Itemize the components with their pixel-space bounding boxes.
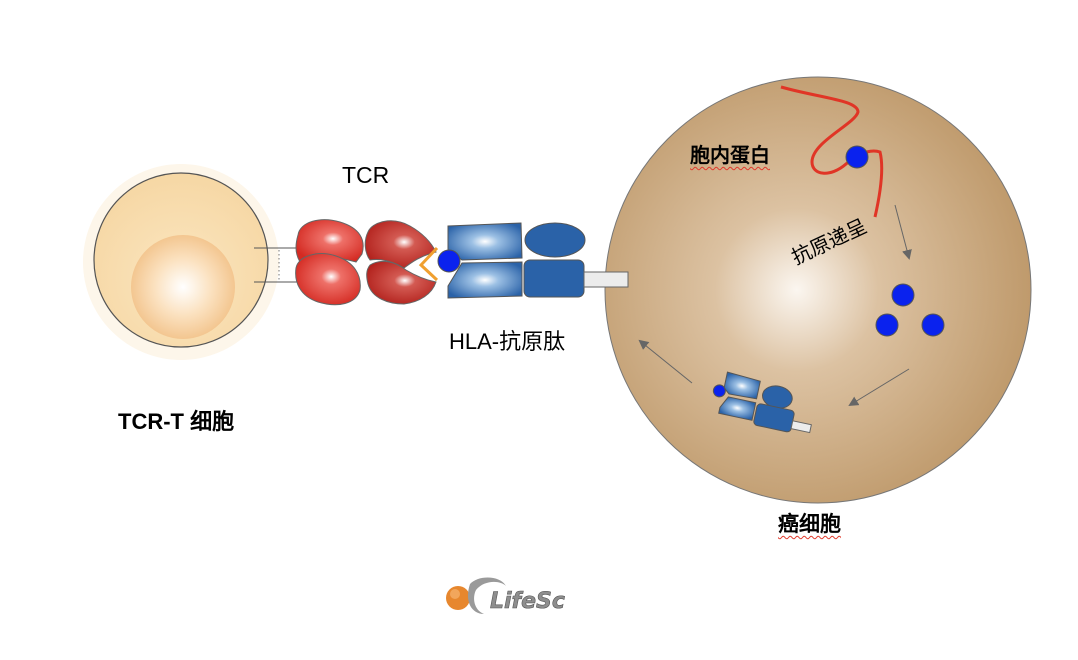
tcr-transmembrane bbox=[254, 247, 300, 283]
protein-antigen-icon bbox=[845, 145, 869, 169]
hla-anchor bbox=[583, 271, 629, 288]
binding-interface bbox=[418, 246, 439, 282]
tcr-t-cell bbox=[93, 172, 269, 348]
arrow-to-peptides bbox=[894, 204, 912, 260]
intracellular-protein-label: 胞内蛋白 bbox=[690, 143, 770, 167]
tcr-molecule bbox=[295, 219, 437, 306]
internal-hla-complex bbox=[712, 371, 812, 434]
hla-peptide-label: HLA-抗原肽 bbox=[449, 324, 565, 356]
logo-text: LifeSc bbox=[490, 589, 565, 614]
arrow-to-hla-loading bbox=[848, 368, 910, 407]
intracellular-protein-chain bbox=[780, 85, 884, 218]
arrow-to-surface bbox=[638, 339, 693, 384]
cancer-cell-label: 癌细胞 bbox=[778, 512, 841, 536]
peptide-fragments bbox=[875, 283, 945, 337]
hla-molecule bbox=[447, 222, 629, 299]
cancer-cell bbox=[604, 76, 1032, 504]
tcr-t-cell-label: TCR-T 细胞 bbox=[118, 409, 235, 434]
antigen-peptide-icon bbox=[437, 249, 461, 273]
tcr-label: TCR bbox=[342, 162, 390, 188]
lifesc-logo: LifeSc bbox=[446, 577, 565, 614]
hla-peptide-text: HLA-抗原肽 bbox=[449, 329, 566, 354]
tcell-nucleus bbox=[131, 235, 235, 339]
